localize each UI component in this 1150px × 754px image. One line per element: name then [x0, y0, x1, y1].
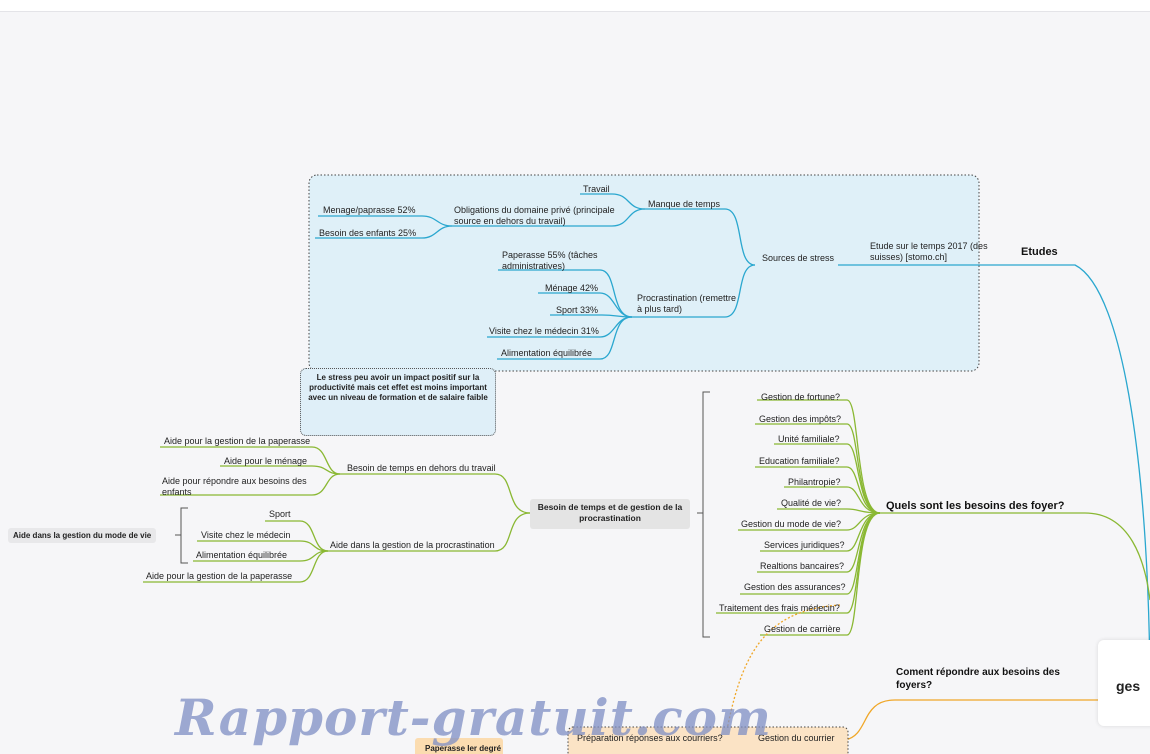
root-to-besoins-link: [880, 512, 1150, 601]
alimentation-node[interactable]: Alimentation équilibrée: [501, 348, 593, 358]
temps-to-hors-travail-link: [340, 473, 531, 514]
preparation-node[interactable]: Préparation réponses aux courriers?: [577, 733, 723, 743]
green-branch: [143, 399, 1150, 636]
hors-travail-node[interactable]: Besoin de temps en dehors du travail: [347, 463, 496, 473]
aide-paperasse-2-node[interactable]: Aide pour la gestion de la paperasse: [146, 571, 293, 581]
sources-node[interactable]: Sources de stress: [762, 253, 835, 263]
aide-paperasse-1-node[interactable]: Aide pour la gestion de la paperasse: [164, 436, 311, 446]
sources-to-procrastination-link: [632, 264, 756, 318]
manque-node[interactable]: Manque de temps: [648, 199, 721, 209]
root-to-etudes-link: [860, 264, 1150, 701]
temps-to-procrastination-link: [328, 512, 531, 552]
besoins-item-4[interactable]: Philantropie?: [788, 477, 841, 487]
stress-note[interactable]: Le stress peu avoir un impact positif su…: [300, 368, 496, 436]
aide-enfants-node[interactable]: Aide pour répondre aux besoins des enfan…: [162, 476, 307, 497]
manque-to-travail-link: [580, 193, 646, 210]
procr-to-menage-link: [538, 292, 633, 318]
root-node[interactable]: ges: [1098, 640, 1150, 726]
besoins-bracket: [697, 391, 710, 638]
alimentation-sub-node[interactable]: Alimentation équilibrée: [196, 550, 288, 560]
besoins-item-1[interactable]: Gestion des impôts?: [759, 414, 842, 424]
obligations-node[interactable]: Obligations du domaine privé (principale…: [454, 205, 615, 226]
obligations-to-menage-link: [318, 215, 453, 227]
procr-to-alimentation-link: [497, 316, 633, 360]
sport-node[interactable]: Sport 33%: [556, 305, 599, 315]
menage-node[interactable]: Ménage 42%: [545, 283, 599, 293]
study-node[interactable]: Etude sur le temps 2017 (des suisses) [s…: [870, 241, 988, 262]
brackets: [175, 391, 710, 638]
sources-to-manque-link: [645, 208, 756, 266]
besoins-item-8[interactable]: Realtions bancaires?: [760, 561, 845, 571]
aide-procrastination-node[interactable]: Aide dans la gestion de la procrastinati…: [330, 540, 495, 550]
obligations-to-enfants-link: [315, 225, 453, 239]
paperasse-node[interactable]: Paperasse 55% (tâches administratives): [502, 250, 598, 271]
procrastination-node[interactable]: Procrastination (remettre à plus tard): [637, 293, 737, 314]
paperasse-degre-node[interactable]: Paperasse Ier degré: [425, 744, 502, 753]
etudes-title[interactable]: Etudes: [1021, 246, 1058, 258]
paperasse-degre-box: [415, 738, 503, 754]
besoins-item-7[interactable]: Services juridiques?: [764, 540, 845, 550]
aide-menage-node[interactable]: Aide pour le ménage: [224, 456, 308, 466]
root-label: ges: [1116, 678, 1141, 694]
besoins-item-6[interactable]: Gestion du mode de vie?: [741, 519, 842, 529]
courrier-box: [567, 726, 849, 754]
mode-de-vie-node[interactable]: Aide dans la gestion du mode de vie: [8, 528, 157, 543]
travail-node[interactable]: Travail: [583, 184, 610, 194]
besoins-item-10[interactable]: Traitement des frais médecin?: [719, 603, 840, 613]
orange-branch: [724, 604, 1100, 741]
menage-paprasse-node[interactable]: Menage/paprasse 52%: [323, 205, 416, 215]
repondre-title[interactable]: Coment répondre aux besoins des foyers?: [896, 667, 1060, 691]
besoins-title[interactable]: Quels sont les besoins des foyer?: [886, 500, 1065, 512]
besoins-item-0[interactable]: Gestion de fortune?: [761, 392, 841, 402]
besoin-enfants-node[interactable]: Besoin des enfants 25%: [319, 228, 417, 238]
repondre-to-courrier-link: [844, 699, 896, 741]
mode-vie-bracket: [175, 507, 188, 564]
blue-branch: [315, 193, 1150, 701]
besoin-temps-node[interactable]: Besoin de temps et de gestion de la proc…: [530, 499, 690, 529]
manque-to-obligations-link: [452, 208, 646, 227]
etudes-group-fill: [308, 174, 980, 372]
besoins-item-2[interactable]: Unité familiale?: [778, 434, 840, 444]
sport-sub-node[interactable]: Sport: [269, 509, 291, 519]
gestion-courrier-node[interactable]: Gestion du courrier: [758, 733, 835, 743]
top-bar: [0, 0, 1150, 12]
besoins-item-3[interactable]: Education familiale?: [759, 456, 840, 466]
visite-node[interactable]: Visite chez le médecin 31%: [489, 326, 599, 336]
besoins-item-5[interactable]: Qualité de vie?: [781, 498, 842, 508]
visite-sub-node[interactable]: Visite chez le médecin: [201, 530, 291, 540]
watermark-text: Rapport-gratuit.com: [175, 688, 772, 747]
besoins-item-11[interactable]: Gestion de carrière: [764, 624, 841, 634]
besoins-item-9[interactable]: Gestion des assurances?: [744, 582, 846, 592]
